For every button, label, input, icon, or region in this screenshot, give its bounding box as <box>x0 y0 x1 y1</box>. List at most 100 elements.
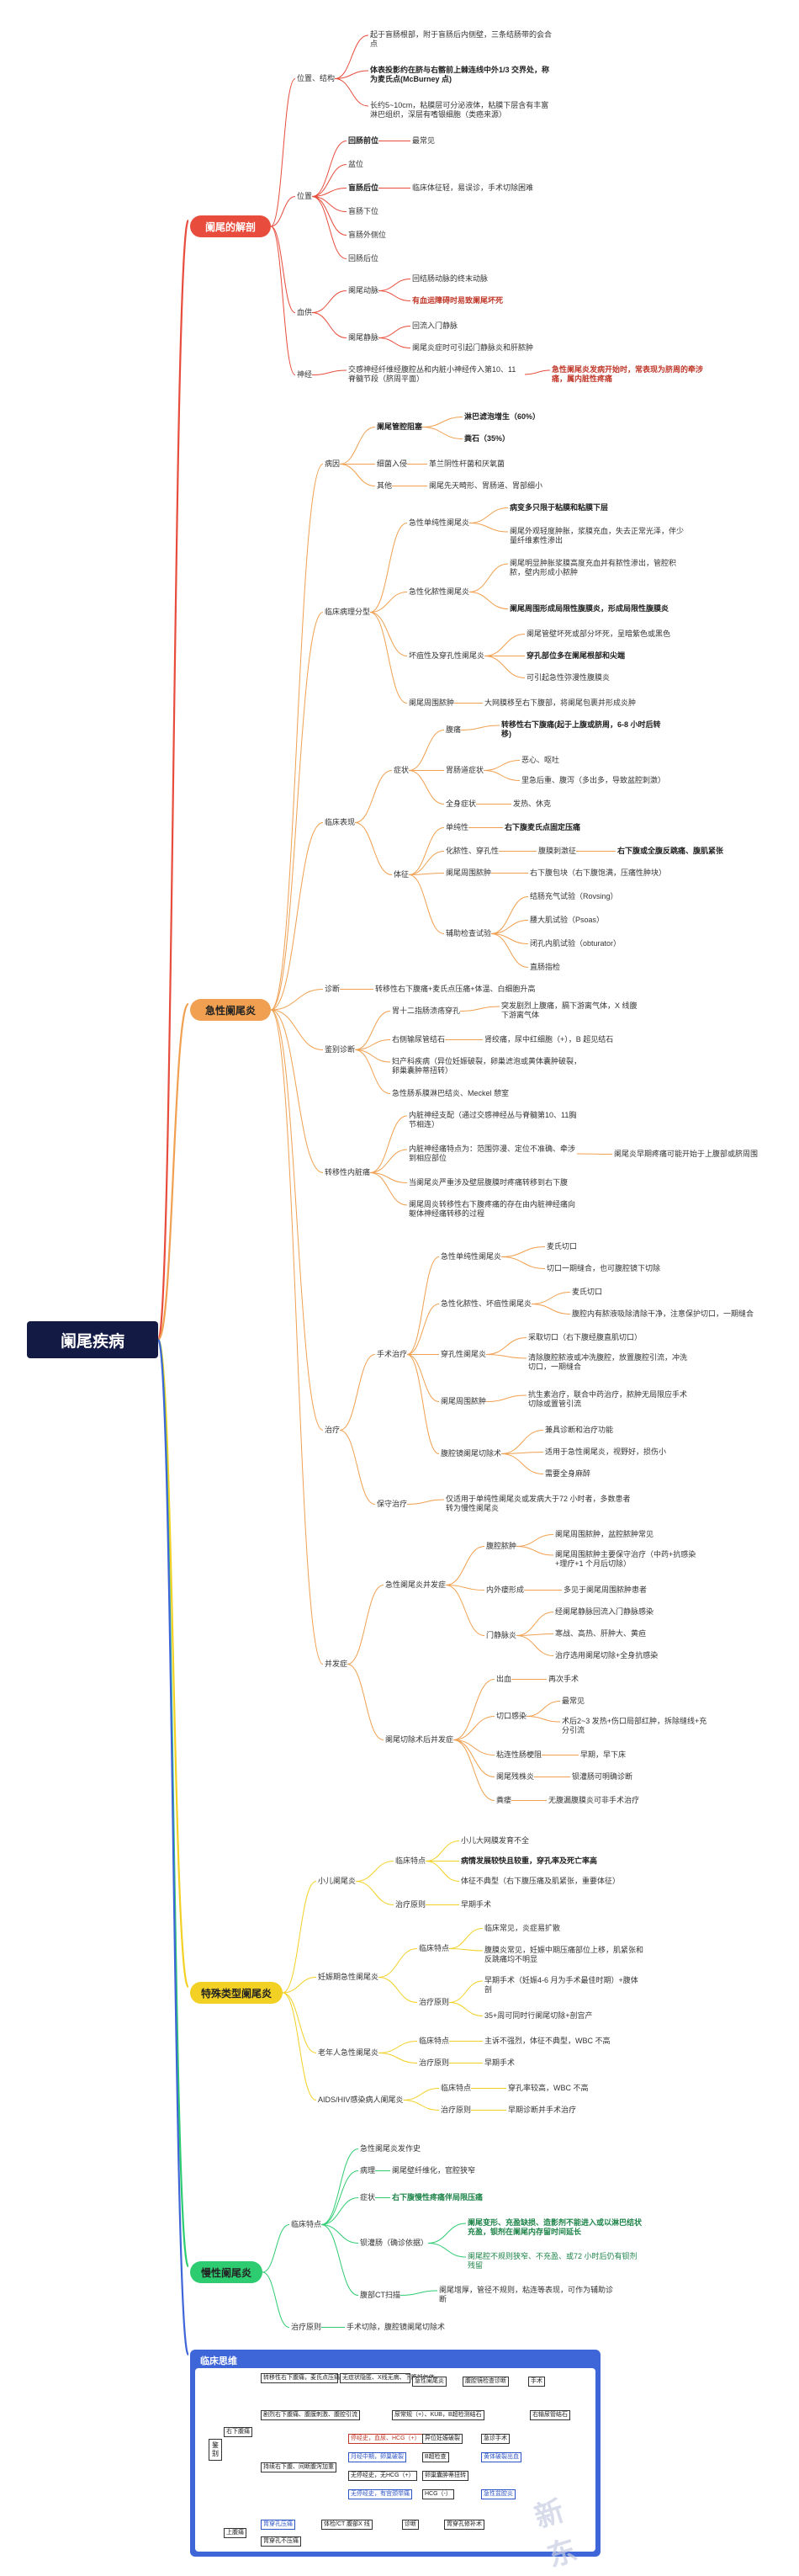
connector-s2-op3-to-s2-op3b <box>486 1354 527 1359</box>
s2-e3: 其他 <box>377 481 393 490</box>
s2-g4b: 腰大肌试验（Psoas） <box>530 916 605 924</box>
s2-cp2b2: 术后2~3 发热+伤口局部红肿，拆除缝线+充分引流 <box>562 1717 707 1734</box>
s3-d[interactable]: AIDS/HIV感染病人阑尾炎 <box>318 2095 404 2104</box>
s3-d1: 临床特点 <box>441 2084 472 2092</box>
section-special[interactable]: 特殊类型阑尾炎 <box>190 1982 283 2004</box>
think-upper[interactable]: 上腹痛 <box>224 2528 246 2538</box>
connector-s3-b-to-s3-b1 <box>378 1948 418 1978</box>
s1-p1a: 起于盲肠根部，附于盲肠后内侧壁，三条结肠带的会合点 <box>370 30 553 48</box>
s2-cp2a: 出血 <box>496 1675 512 1683</box>
s2-s_c: 全身症状 <box>446 799 477 808</box>
s1-pos1[interactable]: 位置、结构 <box>297 74 336 82</box>
connector-s2-op-to-s2-op1 <box>406 1256 440 1355</box>
s2-op5a: 兼具诊断和治疗功能 <box>545 1426 614 1434</box>
s2-cp2: 阑尾切除术后并发症 <box>385 1735 454 1744</box>
s4-a4: 钡灌肠（确诊依据） <box>360 2239 429 2247</box>
connector-s2-pb-to-s2-pb2 <box>469 592 509 609</box>
s4-a3: 症状 <box>360 2193 376 2202</box>
s3-a[interactable]: 小儿阑尾炎 <box>318 1877 357 1885</box>
connector-s2-diff-to-s2-df3 <box>355 1049 391 1063</box>
s3-c1: 临床特点 <box>419 2037 450 2045</box>
s2-treat[interactable]: 治疗 <box>325 1426 341 1434</box>
s1-art[interactable]: 阑尾动脉 <box>348 286 379 295</box>
s3-d2: 治疗原则 <box>441 2106 472 2114</box>
connector-s3-a-to-s3-a1 <box>356 1861 394 1882</box>
s2-cp1c1: 经阑尾静脉回流入门静脉感染 <box>555 1607 654 1616</box>
section-acute[interactable]: 急性阑尾炎 <box>190 999 271 1021</box>
connector-s2-tr2-to-s2-tr2a <box>576 1153 613 1155</box>
connector-s2-comp-to-s2-cp2 <box>347 1664 384 1740</box>
section-chronic[interactable]: 慢性阑尾炎 <box>190 2261 262 2283</box>
s2-op2a: 麦氏切口 <box>572 1288 603 1296</box>
connector-s2-treat-to-s2-op <box>339 1354 376 1431</box>
s1-blood[interactable]: 血供 <box>297 308 313 316</box>
s4-a3a: 右下腹慢性疼痛伴局限压痛 <box>392 2193 484 2202</box>
s1-t1r: 最常见 <box>412 136 436 145</box>
s2-cp1c3: 治疗选用阑尾切除+全身抗感染 <box>555 1651 659 1660</box>
s1-vein1: 回流入门静脉 <box>412 321 458 330</box>
s2-cp1: 急性阑尾炎并发症 <box>385 1580 447 1589</box>
s2-trans[interactable]: 转移性内脏痛 <box>325 1168 371 1176</box>
think-r4-3: 黄体破裂出血 <box>481 2452 521 2462</box>
s1-nerve[interactable]: 神经 <box>297 370 313 379</box>
s4-a4a: 阑尾变形、充盈缺损、造影剂不能进入或以淋巴结状充盈，钡剂在阑尾内存留时间延长 <box>468 2218 643 2236</box>
s4-a[interactable]: 临床特点 <box>291 2220 322 2228</box>
s2-g4: 辅助检查试验 <box>446 929 492 937</box>
connector-s3-a1-to-s3-a1a <box>425 1840 460 1862</box>
clinical-thinking-title: 临床思维 <box>200 2356 237 2366</box>
connector-s3-b2-to-s3-b2b <box>449 2002 484 2016</box>
connector-s1-nerve-to-s1-nerveA <box>312 369 347 375</box>
s3-b[interactable]: 妊娠期急性阑尾炎 <box>318 1973 379 1981</box>
connector-s2-diff-to-s2-df2 <box>355 1039 391 1050</box>
s2-patho[interactable]: 临床病理分型 <box>325 608 371 616</box>
connector-s4-a4-to-s4-a4b <box>428 2243 467 2258</box>
think-rlq[interactable]: 右下腹痛 <box>224 2427 252 2437</box>
s1-vein[interactable]: 阑尾静脉 <box>348 333 379 342</box>
s2-op5c: 需要全身麻醉 <box>545 1469 591 1478</box>
s4-a5a: 阑尾增厚，管径不规则，粘连等表现，可作为辅助诊断 <box>439 2286 614 2303</box>
connector-s2-cons-to-s2-cons1 <box>407 1499 445 1505</box>
s1-pos2[interactable]: 位置 <box>297 192 313 200</box>
s2-op2b: 腹腔内有脓液吸除清除干净，注意保护切口，一期缝合 <box>572 1309 754 1318</box>
s3-b1b: 腹膜炎常见，妊娠中期压痛部位上移，肌紧张和反跳痛均不明显 <box>484 1946 644 1963</box>
s3-c[interactable]: 老年人急性阑尾炎 <box>318 2048 379 2057</box>
s3-b1a: 临床常见，炎症易扩散 <box>484 1924 561 1932</box>
s2-cp2b1: 最常见 <box>562 1697 585 1705</box>
connector-s3-a1-to-s3-a1c <box>425 1861 460 1882</box>
think-r6-1: HCG（-） <box>422 2489 454 2499</box>
root-node[interactable]: 阑尾疾病 <box>27 1321 158 1358</box>
connector-section-chronic-to-s4-b <box>262 2271 290 2328</box>
connector-s2-diff-to-s2-df1 <box>354 1011 391 1050</box>
think-r3-0: 停经史，血尿、HCG（+） <box>348 2434 423 2444</box>
connector-s3-b1-to-s3-b1b <box>449 1948 484 1952</box>
s3-a1: 临床特点 <box>395 1856 426 1865</box>
connector-s4-a4-to-s4-a4a <box>428 2223 467 2244</box>
s2-pa: 急性单纯性阑尾炎 <box>409 518 470 527</box>
s2-diag[interactable]: 诊断 <box>325 985 341 993</box>
connector-s2-op-to-s2-op4 <box>406 1354 440 1402</box>
s2-comp[interactable]: 并发症 <box>325 1660 348 1668</box>
s3-a2a: 早期手术 <box>461 1900 492 1909</box>
s2-df2a: 肾绞痛，尿中红细胞（+），B 超见结石 <box>484 1035 614 1044</box>
s1-t6: 回肠后位 <box>348 254 379 263</box>
connector-s2-op2-to-s2-op2a <box>532 1292 571 1304</box>
s3-c2a: 早期手术 <box>484 2058 516 2067</box>
section-anatomy[interactable]: 阑尾的解剖 <box>190 215 271 237</box>
s4-b[interactable]: 治疗原则 <box>291 2323 322 2331</box>
s1-t3: 盲肠后位 <box>348 183 379 192</box>
s2-clin[interactable]: 临床表现 <box>325 818 356 826</box>
connector-s3-c-to-s3-c2 <box>378 2053 418 2063</box>
s2-etio[interactable]: 病因 <box>325 459 341 468</box>
clinical-thinking-body: 鉴别 右下腹痛 上腹痛 转移性右下腹痛，麦氏点压痛，WBC↑ 无症状隐匿、X线无… <box>195 2368 595 2573</box>
connector-s2-cp1-to-s2-cp1c <box>445 1585 485 1636</box>
connector-s2-op2-to-s2-op2b <box>532 1304 571 1315</box>
connector-section-anatomy-to-s1-blood <box>270 226 296 313</box>
think-r3-2: 急诊手术 <box>481 2434 510 2444</box>
s2-tr3: 当阑尾炎严重涉及壁层腹膜时疼痛转移到右下腹 <box>409 1178 569 1187</box>
s2-diff[interactable]: 鉴别诊断 <box>325 1045 356 1054</box>
connector-s2-sym-to-s2-s_c <box>408 770 445 805</box>
s2-pd1: 大网膜移至右下腹部，将阑尾包裹并形成炎肿 <box>484 698 637 707</box>
s2-op1: 急性单纯性阑尾炎 <box>441 1252 502 1261</box>
s1-t4: 盲肠下位 <box>348 207 379 215</box>
connector-s2-cp2-to-s2-cp2c <box>453 1739 495 1755</box>
